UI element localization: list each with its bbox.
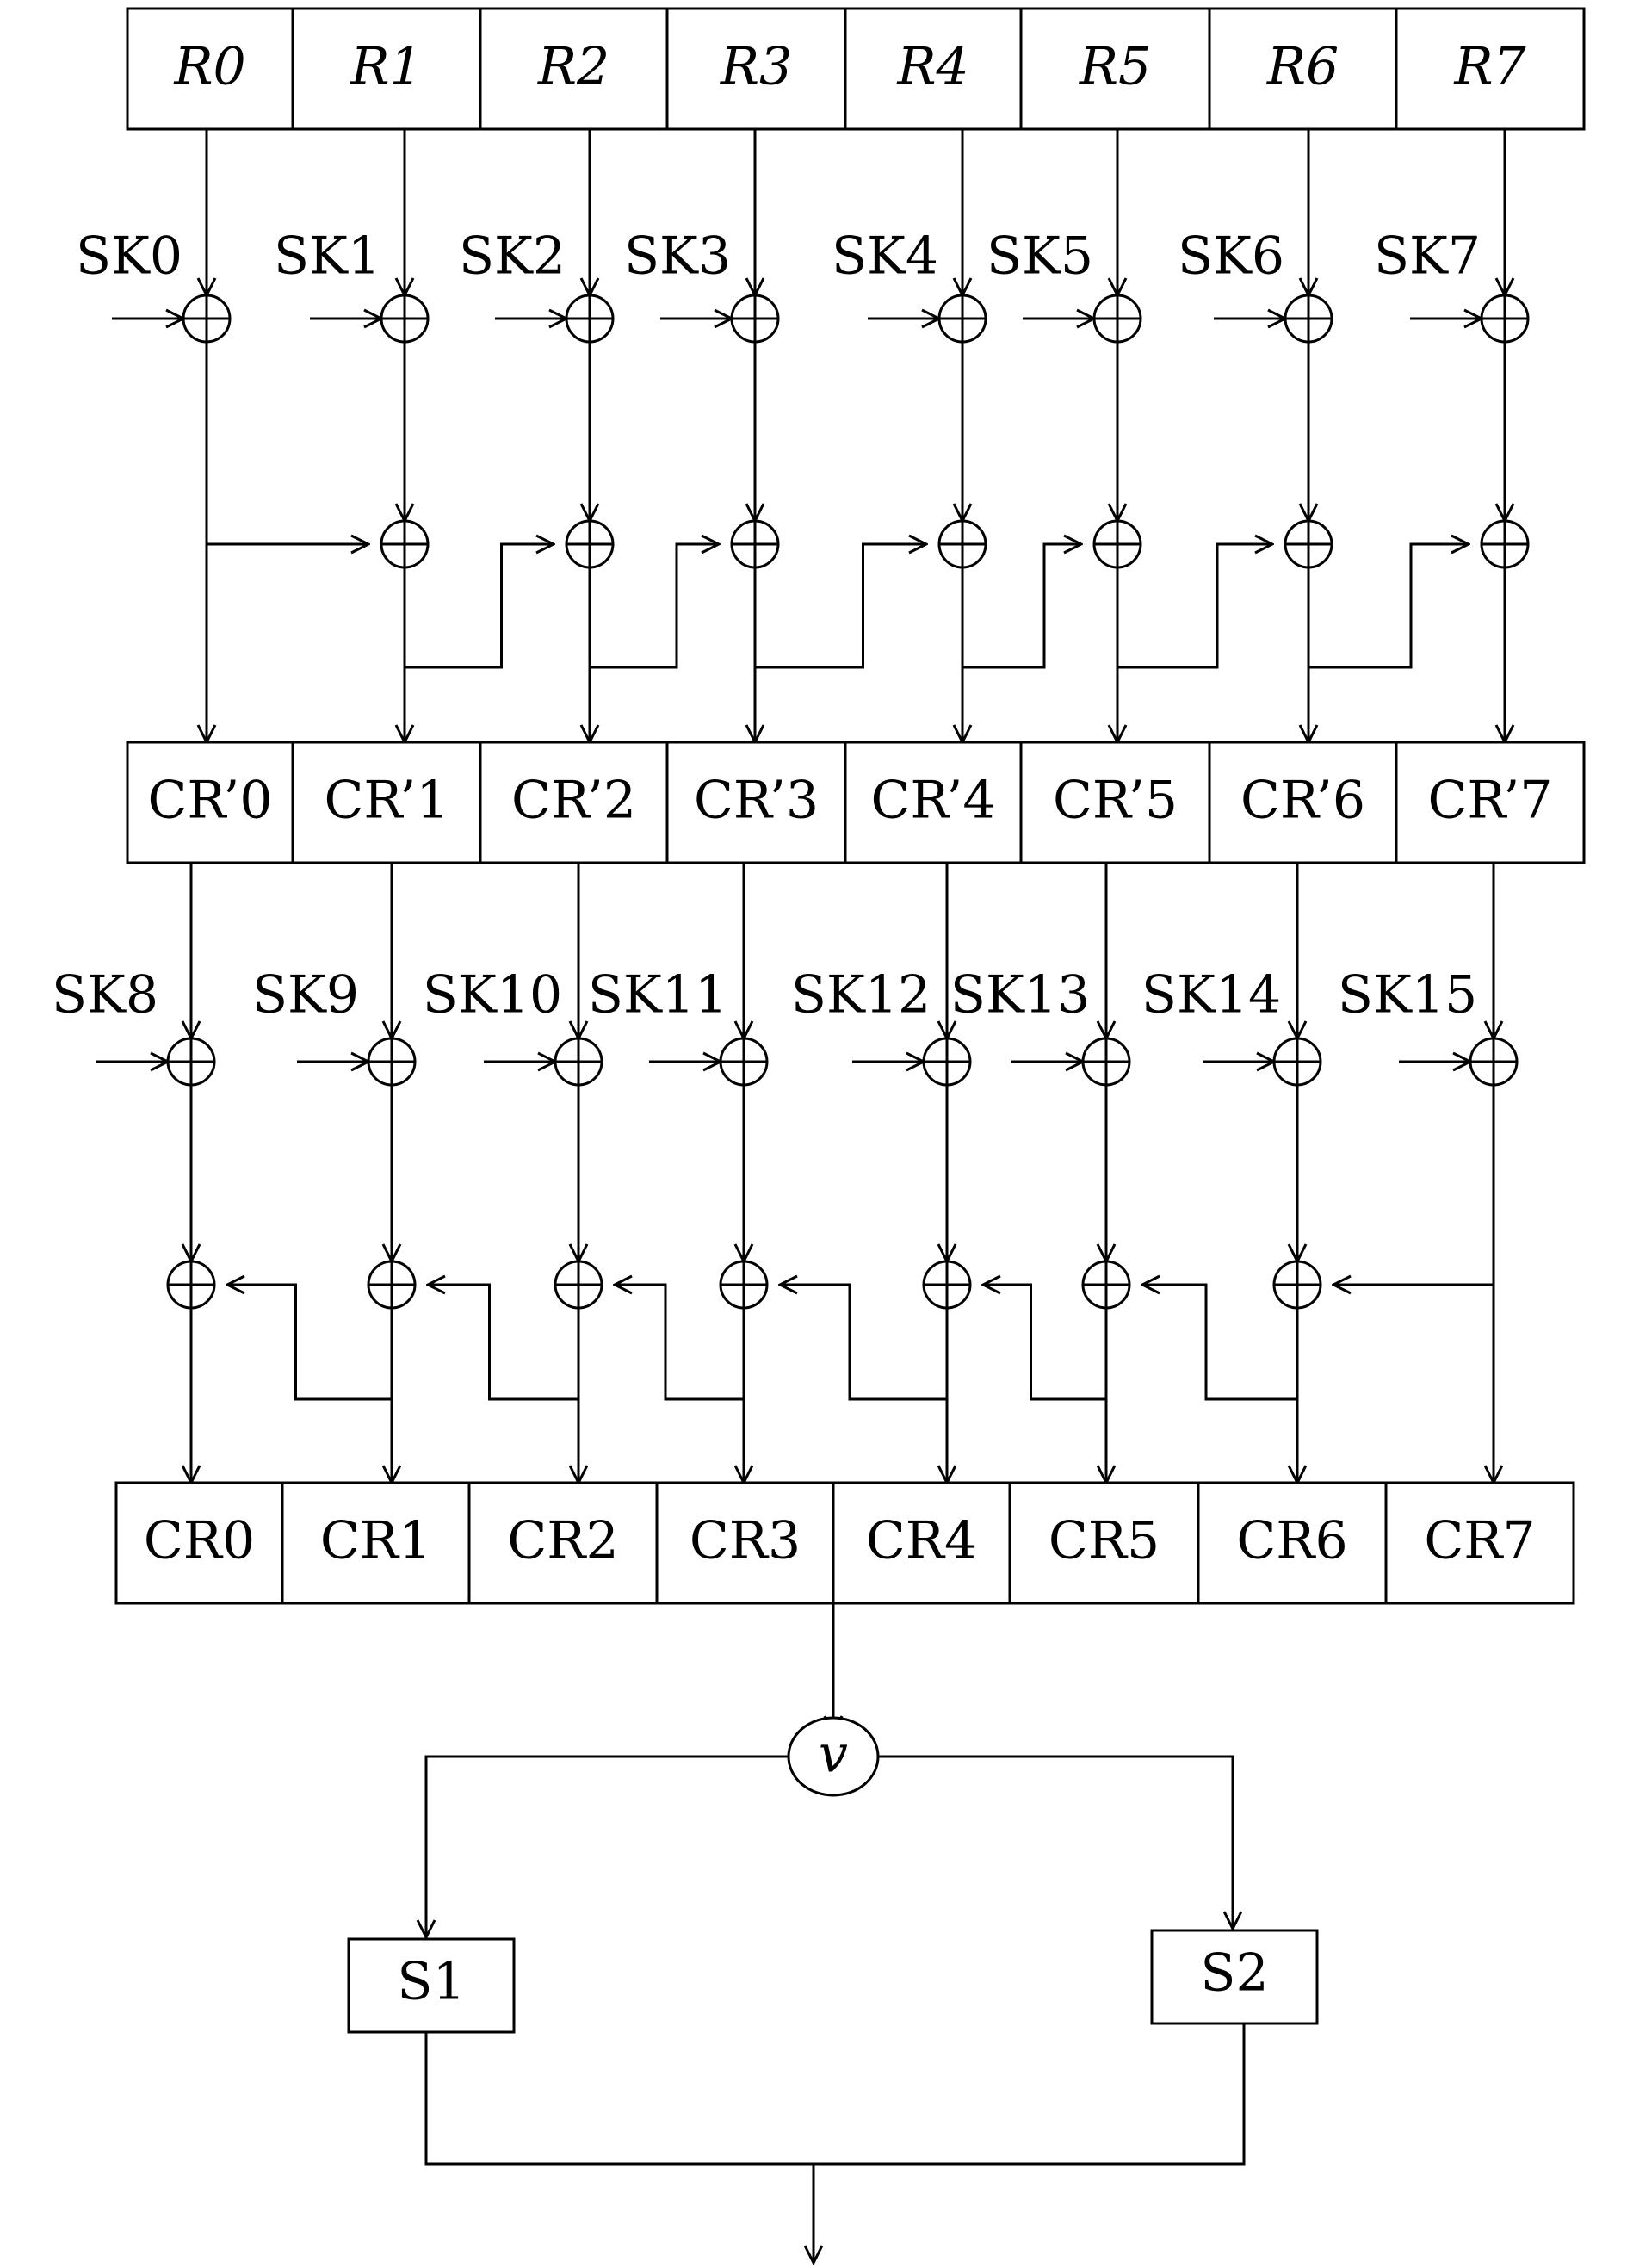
sbox-s1-label: S1 <box>397 1952 465 2012</box>
register-cell-7: R7 <box>1453 37 1526 97</box>
wire-chain-5-6 <box>1117 544 1272 669</box>
register-cell-0: R0 <box>173 37 245 97</box>
subkey-sk10: SK10 <box>423 965 562 1026</box>
wire-back-6-5 <box>1142 1285 1297 1401</box>
subkey-sk2: SK2 <box>459 226 566 287</box>
intermediate-register-cell-3: CR’3 <box>694 771 819 831</box>
subkey-sk0: SK0 <box>76 226 182 287</box>
subkey-sk15: SK15 <box>1338 965 1477 1026</box>
xor-back-1 <box>367 1260 417 1310</box>
xor-chain-4 <box>937 519 987 569</box>
xor-back-4 <box>922 1260 972 1310</box>
wire-back-5-4 <box>983 1285 1106 1401</box>
selector-label: v <box>819 1725 848 1785</box>
wire-chain-1-2 <box>405 544 554 669</box>
xor-sk7 <box>1480 294 1530 344</box>
subkey-sk7: SK7 <box>1374 226 1481 287</box>
xor-chain-7 <box>1480 519 1530 569</box>
intermediate-register-cell-2: CR’2 <box>511 771 636 831</box>
xor-sk14 <box>1272 1037 1322 1087</box>
xor-sk1 <box>380 294 430 344</box>
subkey-sk6: SK6 <box>1178 226 1284 287</box>
subkey-sk9: SK9 <box>252 965 359 1026</box>
subkey-sk13: SK13 <box>950 965 1090 1026</box>
intermediate-register-cell-4: CR’4 <box>870 771 995 831</box>
sbox-s1 <box>347 1937 516 2034</box>
xor-sk4 <box>937 294 987 344</box>
output-register-cell-1: CR1 <box>320 1511 431 1571</box>
wire-chain-3-4 <box>755 544 926 669</box>
register-cell-5: R5 <box>1079 37 1151 97</box>
subkey-sk5: SK5 <box>987 226 1093 287</box>
xor-chain-2 <box>565 519 615 569</box>
xor-chain-6 <box>1284 519 1333 569</box>
xor-sk5 <box>1092 294 1142 344</box>
xor-sk15 <box>1469 1037 1519 1087</box>
register-boxes <box>114 7 1586 2034</box>
wire-back-2-1 <box>428 1285 578 1401</box>
register-cell-4: R4 <box>896 37 968 97</box>
wire-chain-2-3 <box>590 544 719 669</box>
xor-back-5 <box>1081 1260 1131 1310</box>
wire-back-1-0 <box>227 1285 392 1401</box>
xor-chain-1 <box>380 519 430 569</box>
xor-chain-3 <box>730 519 780 569</box>
wire-sbox-merge <box>424 2023 1246 2166</box>
xor-sk12 <box>922 1037 972 1087</box>
output-register-cell-2: CR2 <box>507 1511 618 1571</box>
xor-back-0 <box>166 1260 216 1310</box>
subkey-sk3: SK3 <box>624 226 731 287</box>
intermediate-register-row <box>126 741 1586 864</box>
output-register-cell-0: CR0 <box>144 1511 255 1571</box>
wire-selector-to-s2 <box>878 1755 1233 1929</box>
xor-sk13 <box>1081 1037 1131 1087</box>
register-cell-1: R1 <box>350 37 422 97</box>
subkey-sk8: SK8 <box>52 965 158 1026</box>
intermediate-register-cell-5: CR’5 <box>1053 771 1178 831</box>
wires <box>96 129 1505 2263</box>
register-row <box>126 7 1586 131</box>
subkey-sk4: SK4 <box>832 226 938 287</box>
wire-chain-4-5 <box>962 544 1081 669</box>
subkey-sk12: SK12 <box>791 965 931 1026</box>
sbox-s2 <box>1150 1929 1319 2025</box>
intermediate-register-cell-1: CR’1 <box>324 771 449 831</box>
output-register-cell-3: CR3 <box>690 1511 801 1571</box>
wire-back-3-2 <box>615 1285 744 1401</box>
output-register-cell-5: CR5 <box>1049 1511 1160 1571</box>
xor-sk2 <box>565 294 615 344</box>
selector-node <box>787 1716 880 1797</box>
xor-nodes <box>166 294 1530 1797</box>
subkey-sk1: SK1 <box>274 226 380 287</box>
sbox-s2-label: S2 <box>1200 1943 1268 2004</box>
xor-sk0 <box>182 294 232 344</box>
intermediate-register-cell-6: CR’6 <box>1240 771 1365 831</box>
output-register-cell-4: CR4 <box>866 1511 977 1571</box>
wire-selector-to-s1 <box>426 1755 789 1937</box>
wire-back-4-3 <box>780 1285 947 1401</box>
xor-sk3 <box>730 294 780 344</box>
xor-sk9 <box>367 1037 417 1087</box>
output-register-row <box>114 1481 1575 1605</box>
xor-back-2 <box>554 1260 603 1310</box>
xor-back-3 <box>719 1260 769 1310</box>
register-cell-2: R2 <box>537 37 609 97</box>
xor-sk6 <box>1284 294 1333 344</box>
xor-sk11 <box>719 1037 769 1087</box>
xor-sk10 <box>554 1037 603 1087</box>
output-register-cell-6: CR6 <box>1236 1511 1347 1571</box>
subkey-sk14: SK14 <box>1141 965 1281 1026</box>
register-cell-3: R3 <box>720 37 792 97</box>
register-cell-6: R6 <box>1266 37 1339 97</box>
intermediate-register-cell-7: CR’7 <box>1427 771 1552 831</box>
xor-back-6 <box>1272 1260 1322 1310</box>
wire-chain-6-7 <box>1308 544 1469 669</box>
output-register-cell-7: CR7 <box>1424 1511 1535 1571</box>
xor-sk8 <box>166 1037 216 1087</box>
intermediate-register-cell-0: CR’0 <box>147 771 272 831</box>
subkey-sk11: SK11 <box>588 965 727 1026</box>
xor-chain-5 <box>1092 519 1142 569</box>
